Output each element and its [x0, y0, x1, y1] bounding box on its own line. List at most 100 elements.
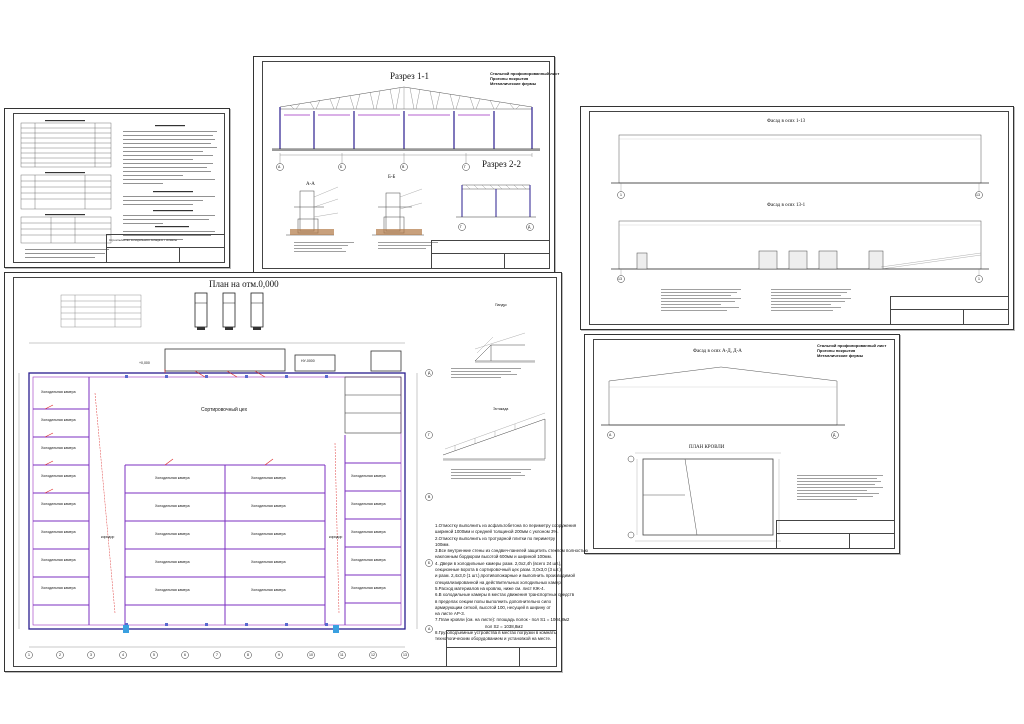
note-line: шириной 1000мм и средней толщиной 200мм … — [435, 529, 559, 535]
top-annex-label: НУ-0000 — [301, 359, 315, 363]
facade-2-axis-left: 13 — [618, 277, 622, 281]
note-line: 100мм. — [435, 541, 450, 547]
corridor-label-left: коридор — [101, 535, 115, 539]
axis-v-g: Г — [428, 433, 430, 437]
note-line: технологическим оборудованием и установк… — [435, 636, 552, 642]
axis-h-1: 1 — [28, 653, 30, 657]
section-1-drawing — [272, 86, 540, 252]
cold-room-label: Холодильная камера — [41, 586, 76, 590]
general-data-drawing — [20, 120, 217, 258]
axis-v-a: А — [428, 627, 431, 631]
facade-1-title: Фасад в осях 1-13 — [767, 119, 806, 124]
title-block — [431, 240, 550, 269]
note-line: в пределах секции полы выполнить дополни… — [435, 598, 552, 604]
section-2-title: Разрез 2-2 — [482, 159, 521, 169]
cold-room-label: Холодильная камера — [251, 588, 286, 592]
cold-room-label: Холодильная камера — [155, 532, 190, 536]
cold-room-label: Холодильная камера — [155, 504, 190, 508]
cold-room-label: Холодильная камера — [351, 530, 386, 534]
note-line: 7.План кровли (см. на листе): площадь по… — [435, 617, 570, 623]
cold-room-label: Холодильная камера — [41, 502, 76, 506]
facade-1-axis-left: 1 — [620, 193, 622, 197]
sheet-frame — [262, 61, 550, 269]
floor-plan-title: План на отм.0,000 — [209, 279, 279, 289]
sheet-floor-plan: План на отм.0,000 — [4, 272, 588, 672]
axis-h-10: 10 — [309, 653, 313, 657]
sorting-hall-label: Сортировочный цех — [201, 407, 248, 413]
title-block — [776, 520, 895, 549]
roof-legend-1: Стальной профилированный лист — [490, 71, 560, 76]
section-2-axis-left: Г — [460, 225, 462, 229]
cold-room-label: Холодильная камера — [41, 558, 76, 562]
cold-room-label: Холодильная камера — [351, 558, 386, 562]
axis-h-6: 6 — [184, 653, 186, 657]
title-block: Строительство холодильного склада в г. А… — [106, 234, 225, 263]
corridor-label-right: коридор — [329, 535, 343, 539]
axis-h-7: 7 — [216, 653, 218, 657]
axis-h-5: 5 — [153, 653, 155, 657]
sheet-general-data: Строительство холодильного склада в г. А… — [4, 108, 230, 268]
title-block — [446, 630, 557, 667]
facade-1-axis-right: 13 — [976, 193, 980, 197]
cold-room-label: Холодильная камера — [351, 586, 386, 590]
note-line: 5.Расход материалов на кровлю, ниже см. … — [435, 585, 545, 591]
floor-plan-drawing — [18, 292, 546, 659]
cold-room-label: Холодильная камера — [251, 504, 286, 508]
cold-room-label: Холодильная камера — [41, 418, 76, 422]
cold-room-label: Холодильная камера — [155, 476, 190, 480]
note-line: 4. Двери в холодильные камеры разм. 2,0х… — [435, 560, 562, 566]
note-line: армирующим сеткой, высотой 100, несущей … — [435, 604, 551, 610]
roof-legend-2-1: Стальной профилированный лист — [817, 343, 887, 348]
cold-room-label: Холодильная камера — [251, 560, 286, 564]
cold-room-label: Холодильная камера — [251, 532, 286, 536]
sheet-sections: Разрез 1-1 Стальной профилированный лист… — [253, 56, 559, 274]
axis-h-11: 11 — [340, 653, 344, 657]
sheet-frame — [589, 111, 1009, 325]
cold-room-label: Холодильная камера — [351, 502, 386, 506]
detail-aa-title: А-А — [306, 182, 315, 187]
roof-legend-2-2: Прогоны покрытия — [817, 348, 856, 353]
note-line: пол S2 = 1038,8м2 — [485, 623, 523, 629]
axis-h-8: 8 — [247, 653, 249, 657]
note-line: секционные ворота в сортировочный цех ра… — [435, 567, 561, 573]
axis-label-a: А — [278, 165, 281, 169]
roof-legend-2: Прогоны покрытия — [490, 76, 529, 81]
platform-label: Эстакада — [493, 407, 509, 411]
facades-drawing — [611, 134, 989, 311]
ramp-label: Пандус — [495, 303, 507, 307]
detail-bb-title: Б-Б — [388, 175, 396, 180]
note-line: 3.Все внутренние стены из сэндвич-панеле… — [435, 548, 588, 554]
elevation-mark: +0,000 — [139, 361, 150, 365]
sheet-frame — [13, 113, 225, 263]
title-block — [890, 296, 1009, 325]
axis-label-v: В — [402, 165, 405, 169]
roof-legend-2: Стальной профилированный лист Прогоны по… — [817, 343, 886, 358]
note-line: и разм. 2,4х3,0 (1 шт.),противопожарные … — [435, 573, 575, 579]
note-line: 8.Грузоподъемные устройства в местах пог… — [435, 630, 557, 636]
axis-h-12: 12 — [371, 653, 375, 657]
note-line: 6.В холодильные камеры в местах движения… — [435, 592, 575, 598]
axis-v-d: Д — [428, 371, 431, 375]
roof-legend-2-3: Металлические фермы — [817, 353, 864, 358]
cold-room-label: Холодильная камера — [41, 530, 76, 534]
cold-room-label: Холодильная камера — [251, 476, 286, 480]
section-2-axis-right: Д — [528, 225, 531, 229]
cold-room-label: Холодильная камера — [41, 390, 76, 394]
axis-h-9: 9 — [278, 653, 280, 657]
roof-axis-a: А — [609, 433, 612, 437]
axis-label-b: Б — [340, 165, 343, 169]
title-block-line: Строительство холодильного склада в г. А… — [109, 238, 178, 242]
roof-axis-d: Д — [833, 433, 836, 437]
sheet-roof-plan: Фасад в осях А-Д, Д-А Стальной профилиро… — [584, 334, 900, 554]
sheet-frame — [593, 339, 895, 549]
facade-2-title: Фасад в осях 13-1 — [767, 203, 806, 208]
cold-room-label: Холодильная камера — [351, 474, 386, 478]
cold-room-label: Холодильная камера — [155, 588, 190, 592]
axis-h-4: 4 — [122, 653, 124, 657]
roof-legend: Стальной профилированный лист Прогоны по… — [490, 71, 559, 86]
cold-room-label: Холодильная камера — [41, 446, 76, 450]
facade-ad-title: Фасад в осях А-Д, Д-А — [693, 349, 742, 354]
axis-h-3: 3 — [90, 653, 92, 657]
axis-v-b: Б — [428, 561, 431, 565]
axis-label-g: Г — [464, 165, 466, 169]
